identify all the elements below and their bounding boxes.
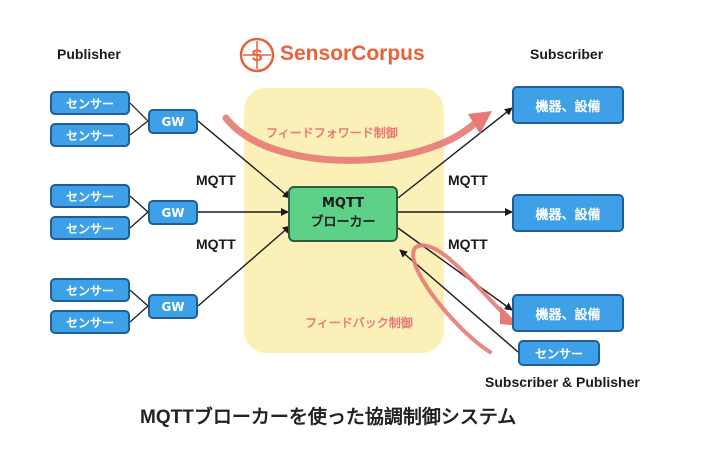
svg-text:S: S [251, 46, 262, 65]
feedforward-arrow [222, 114, 478, 164]
feedback-sensor-node: センサー [518, 340, 600, 366]
sensor-node: センサー [50, 123, 130, 147]
gateway-node: GW [148, 200, 198, 225]
feedforward-arrowhead [468, 111, 492, 134]
sensorcorpus-logo-icon: S [239, 37, 275, 73]
sensor-node: センサー [50, 216, 130, 240]
sensor-gw-line [129, 305, 149, 323]
mqtt-label-right-bottom: MQTT [448, 236, 488, 252]
subscriber-publisher-header: Subscriber & Publisher [485, 374, 640, 390]
device-node: 機器、設備 [512, 294, 624, 332]
broker-device-arrow [397, 227, 513, 311]
diagram-caption: MQTTブローカーを使った協調制御システム [140, 407, 517, 428]
sensor-node: センサー [50, 278, 130, 302]
sensor-gw-line [129, 211, 149, 229]
feedback-label: フィードバック制御 [305, 316, 413, 330]
feedback-arrow [411, 243, 508, 354]
sensor-node: センサー [50, 184, 130, 208]
device-node: 機器、設備 [512, 86, 624, 124]
sensor-node: センサー [50, 310, 130, 334]
mqtt-label-left-bottom: MQTT [196, 236, 236, 252]
sensor-gw-line [129, 120, 149, 136]
mqtt-label-right-top: MQTT [448, 172, 488, 188]
gateway-node: GW [148, 294, 198, 319]
sensor-gw-line [129, 102, 149, 122]
mqtt-broker-node: MQTT ブローカー [288, 186, 398, 242]
sensor-gw-line [129, 195, 149, 213]
broker-device-arrow [397, 107, 513, 199]
device-node: 機器、設備 [512, 194, 624, 232]
gateway-node: GW [148, 109, 198, 134]
subscriber-header: Subscriber [530, 46, 604, 62]
logo-text: SensorCorpus [280, 42, 425, 65]
gw-broker-arrow [197, 225, 291, 307]
feedforward-label: フィードフォワード制御 [266, 126, 398, 140]
gw-broker-arrow [197, 120, 291, 199]
broker-label-line1: MQTT [321, 196, 365, 212]
sensor-broker-feedback-line [399, 249, 519, 353]
broker-label-line2: ブローカー [310, 215, 376, 230]
publisher-header: Publisher [57, 46, 121, 62]
sensor-gw-line [129, 289, 149, 307]
sensor-node: センサー [50, 91, 130, 115]
mqtt-label-left-top: MQTT [196, 172, 236, 188]
